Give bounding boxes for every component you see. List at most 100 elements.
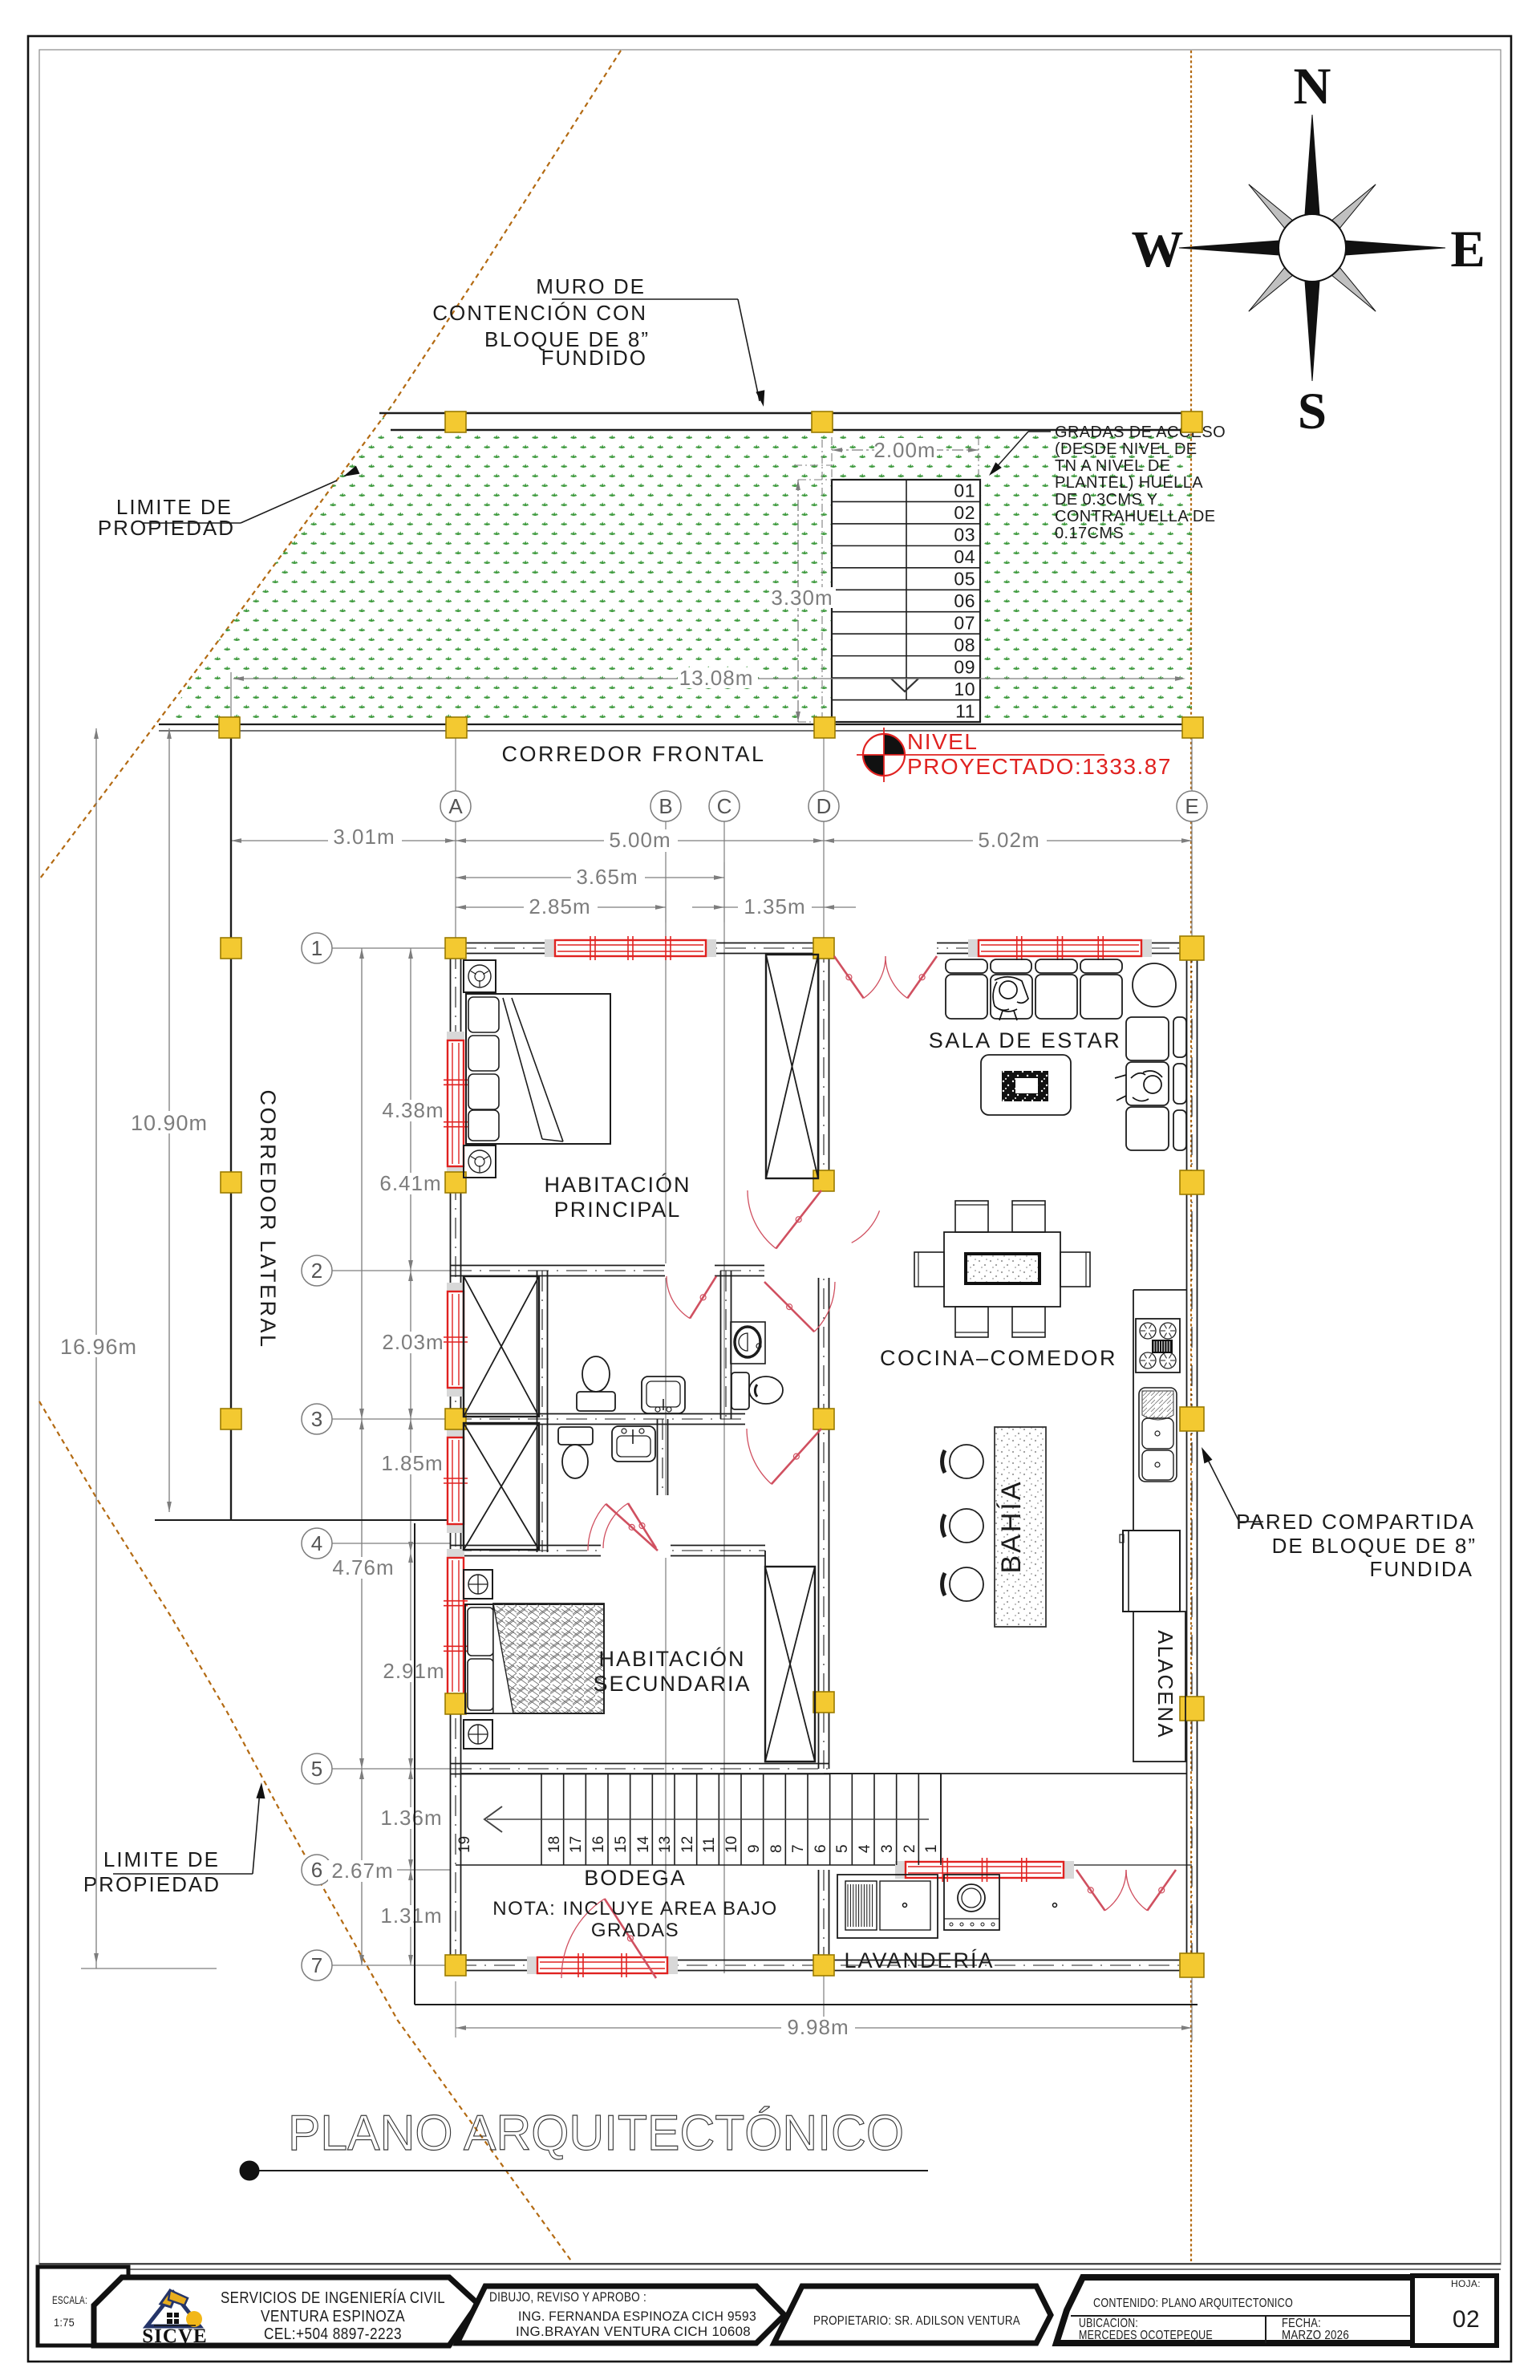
svg-text:PROPIETARIO: SR. ADILSON VENTU: PROPIETARIO: SR. ADILSON VENTURA	[813, 2314, 1020, 2328]
svg-text:14: 14	[635, 1835, 652, 1853]
svg-text:1.35m: 1.35m	[744, 894, 805, 918]
svg-text:CONTRAHUELLA DE: CONTRAHUELLA DE	[1055, 508, 1216, 525]
svg-text:3.65m: 3.65m	[576, 865, 638, 889]
svg-text:1.85m: 1.85m	[381, 1451, 443, 1475]
svg-text:MARZO 2026: MARZO 2026	[1282, 2329, 1349, 2342]
svg-text:HOJA:: HOJA:	[1451, 2278, 1481, 2289]
svg-text:LIMITE DE: LIMITE DE	[116, 495, 233, 519]
svg-text:03: 03	[954, 525, 975, 545]
svg-text:10.90m: 10.90m	[131, 1111, 208, 1135]
svg-text:7: 7	[790, 1844, 807, 1853]
svg-text:6: 6	[813, 1844, 829, 1853]
svg-text:15: 15	[613, 1836, 630, 1853]
svg-text:09: 09	[954, 656, 975, 677]
svg-text:9: 9	[746, 1844, 763, 1853]
svg-text:08: 08	[954, 635, 975, 655]
svg-text:16: 16	[590, 1836, 607, 1853]
svg-text:A: A	[448, 794, 463, 818]
svg-text:DE 0.3CMS Y: DE 0.3CMS Y	[1055, 491, 1158, 509]
svg-text:MERCEDES OCOTEPEQUE: MERCEDES OCOTEPEQUE	[1079, 2329, 1213, 2342]
svg-text:2.00m: 2.00m	[873, 438, 935, 462]
svg-text:5: 5	[311, 1757, 322, 1781]
svg-text:1.31m: 1.31m	[380, 1904, 442, 1928]
svg-text:MURO DE: MURO DE	[536, 274, 646, 298]
svg-text:HABITACIÓN: HABITACIÓN	[544, 1172, 691, 1197]
svg-text:NOTA: INCLUYE AREA BAJO: NOTA: INCLUYE AREA BAJO	[492, 1898, 777, 1920]
svg-text:HABITACIÓN: HABITACIÓN	[598, 1646, 745, 1671]
svg-text:TN A NIVEL DE: TN A NIVEL DE	[1055, 457, 1171, 475]
svg-text:12: 12	[679, 1836, 696, 1853]
svg-text:4.76m: 4.76m	[332, 1555, 394, 1579]
svg-text:ALACENA: ALACENA	[1153, 1630, 1177, 1738]
svg-text:13: 13	[657, 1836, 674, 1853]
svg-text:ESCALA:: ESCALA:	[52, 2294, 87, 2306]
svg-text:BAHÍA: BAHÍA	[996, 1479, 1027, 1573]
svg-text:ING. FERNANDA ESPINOZA CICH 95: ING. FERNANDA ESPINOZA CICH 9593	[518, 2309, 756, 2324]
svg-text:DIBUJO, REVISO Y APROBO :: DIBUJO, REVISO Y APROBO :	[489, 2289, 646, 2305]
svg-text:PRINCIPAL: PRINCIPAL	[554, 1198, 682, 1222]
svg-text:6.41m: 6.41m	[379, 1171, 441, 1195]
svg-text:CORREDOR LATERAL: CORREDOR LATERAL	[256, 1089, 280, 1348]
svg-text:E: E	[1450, 221, 1485, 278]
svg-text:2: 2	[311, 1259, 322, 1283]
svg-text:5: 5	[834, 1844, 851, 1853]
svg-text:19: 19	[456, 1836, 473, 1853]
svg-text:ING.BRAYAN VENTURA CICH 10608: ING.BRAYAN VENTURA CICH 10608	[516, 2324, 751, 2339]
svg-text:GRADAS: GRADAS	[591, 1920, 679, 1941]
svg-text:PROYECTADO:1333.87: PROYECTADO:1333.87	[907, 754, 1172, 779]
svg-text:17: 17	[568, 1836, 585, 1853]
svg-text:PLANTEL) HUELLA: PLANTEL) HUELLA	[1055, 474, 1203, 492]
svg-text:CONTENCIÓN CON: CONTENCIÓN CON	[432, 301, 647, 325]
svg-text:PLANO ARQUITECTÓNICO: PLANO ARQUITECTÓNICO	[288, 2106, 904, 2161]
svg-text:CONTENIDO: PLANO ARQUITECTONIC: CONTENIDO: PLANO ARQUITECTONICO	[1093, 2297, 1293, 2310]
svg-text:11: 11	[955, 700, 975, 721]
svg-text:6: 6	[311, 1858, 322, 1882]
svg-text:1.36m: 1.36m	[380, 1806, 442, 1830]
svg-text:C: C	[717, 794, 732, 818]
svg-text:LAVANDERÍA: LAVANDERÍA	[844, 1948, 994, 1973]
svg-text:3: 3	[879, 1844, 896, 1853]
svg-text:BODEGA: BODEGA	[584, 1866, 687, 1890]
svg-text:06: 06	[954, 590, 975, 611]
svg-text:NIVEL: NIVEL	[907, 729, 978, 754]
svg-text:3.30m: 3.30m	[771, 586, 833, 610]
svg-text:1:75: 1:75	[54, 2317, 75, 2329]
svg-text:D: D	[817, 794, 832, 818]
svg-text:BLOQUE DE 8”: BLOQUE DE 8”	[484, 327, 650, 351]
svg-text:LIMITE DE: LIMITE DE	[103, 1847, 220, 1871]
svg-text:E: E	[1185, 794, 1198, 818]
svg-text:4: 4	[311, 1531, 322, 1555]
svg-text:11: 11	[701, 1837, 718, 1853]
svg-text:02: 02	[954, 502, 975, 523]
svg-text:10: 10	[954, 679, 975, 699]
svg-text:18: 18	[546, 1836, 563, 1853]
svg-text:05: 05	[954, 569, 975, 590]
svg-text:13.08m: 13.08m	[679, 666, 754, 690]
svg-text:3.01m: 3.01m	[333, 825, 395, 849]
svg-text:PARED COMPARTIDA: PARED COMPARTIDA	[1236, 1510, 1475, 1534]
svg-text:04: 04	[954, 546, 975, 567]
svg-text:2.91m: 2.91m	[383, 1659, 444, 1683]
svg-text:16.96m: 16.96m	[60, 1335, 137, 1359]
svg-text:S: S	[1298, 383, 1327, 440]
svg-text:FUNDIDO: FUNDIDO	[541, 346, 647, 370]
svg-text:FUNDIDA: FUNDIDA	[1369, 1557, 1473, 1581]
svg-text:2: 2	[902, 1844, 918, 1853]
svg-text:0.17CMS: 0.17CMS	[1055, 525, 1124, 542]
svg-text:7: 7	[311, 1953, 322, 1977]
svg-text:SERVICIOS DE INGENIERÍA CIVIL: SERVICIOS DE INGENIERÍA CIVIL	[221, 2289, 445, 2307]
svg-text:DE BLOQUE DE 8”: DE BLOQUE DE 8”	[1272, 1534, 1477, 1558]
svg-text:4: 4	[857, 1844, 873, 1853]
svg-text:10: 10	[723, 1836, 740, 1853]
svg-text:1: 1	[311, 936, 322, 960]
svg-text:N: N	[1294, 58, 1331, 116]
svg-text:CORREDOR FRONTAL: CORREDOR FRONTAL	[501, 742, 765, 766]
svg-text:PROPIEDAD: PROPIEDAD	[83, 1872, 221, 1896]
svg-text:VENTURA ESPINOZA: VENTURA ESPINOZA	[261, 2308, 405, 2325]
svg-text:W: W	[1132, 221, 1184, 278]
svg-text:UBICACION:: UBICACION:	[1079, 2317, 1138, 2330]
svg-text:07: 07	[954, 612, 975, 633]
svg-text:2.03m: 2.03m	[382, 1330, 444, 1354]
svg-text:CEL:+504 8897-2223: CEL:+504 8897-2223	[264, 2325, 402, 2343]
svg-text:2.67m: 2.67m	[331, 1859, 393, 1883]
